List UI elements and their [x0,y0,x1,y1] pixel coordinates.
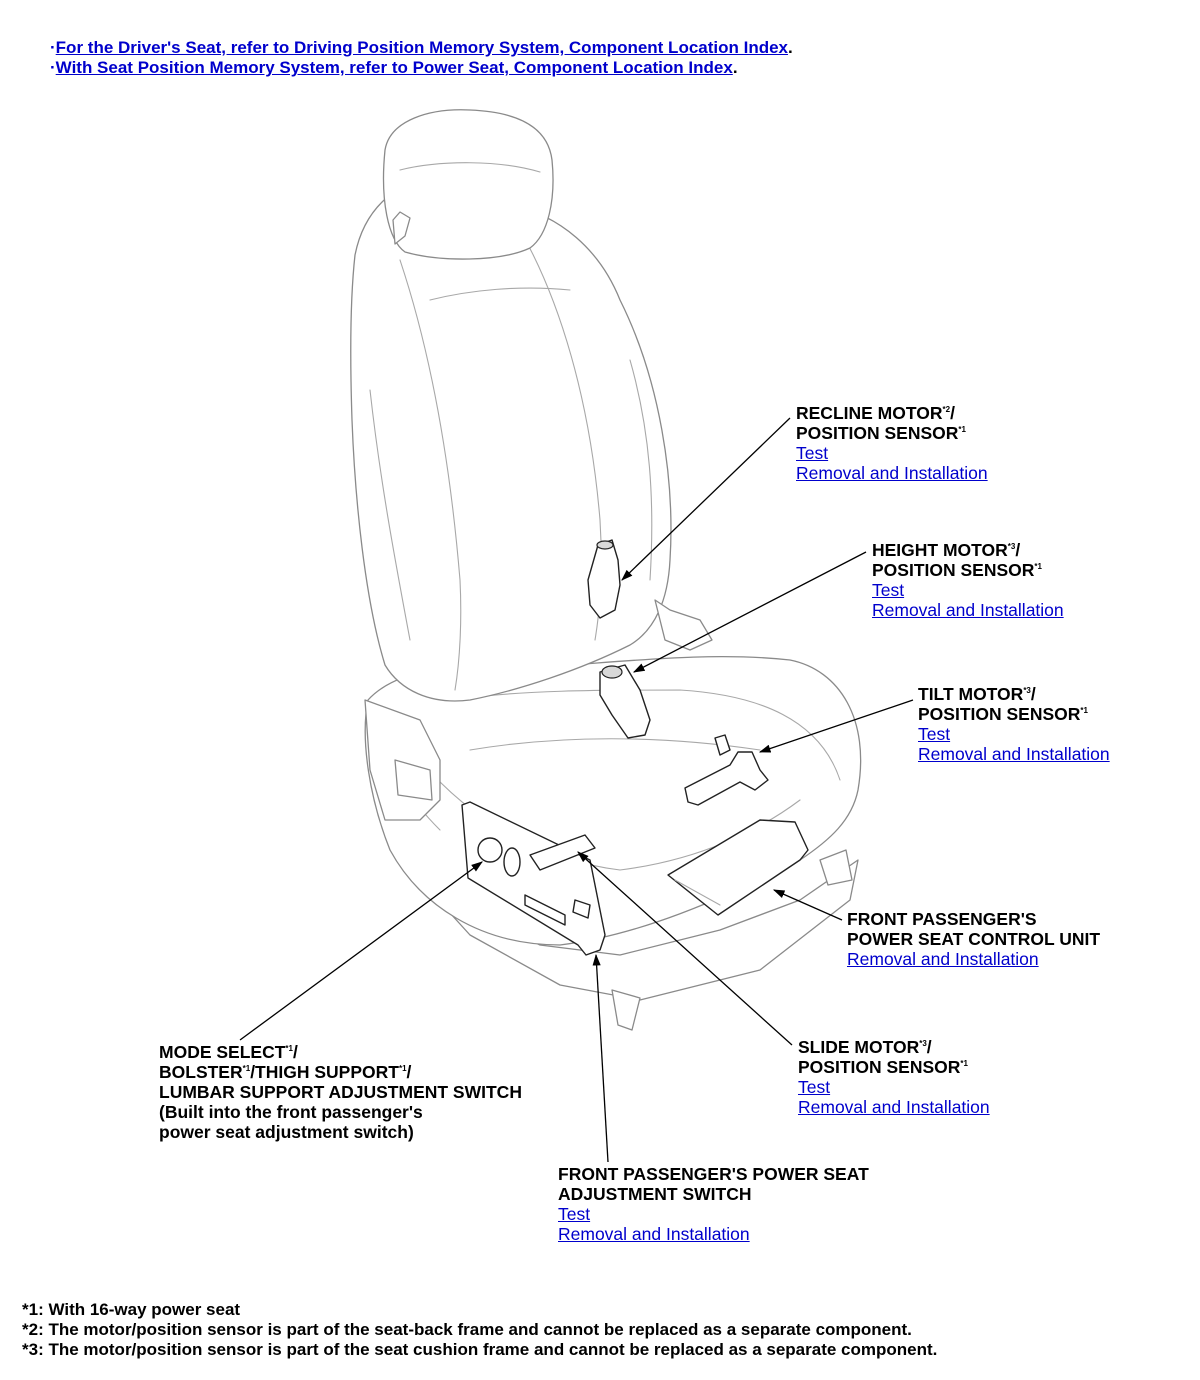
leader-lines [239,417,914,1163]
slide-motor-callout: SLIDE MOTOR*3/ POSITION SENSOR*1 Test Re… [798,1037,990,1117]
footnote-ref: *1 [398,1064,407,1073]
footnote-ref: *3 [1023,686,1031,695]
driver-seat-memory-link[interactable]: For the Driver's Seat, refer to Driving … [55,38,789,57]
control-unit-leader [772,889,843,921]
callout-title: power seat adjustment switch) [159,1122,414,1142]
bullet: · [50,58,56,77]
height-motor-callout: HEIGHT MOTOR*3/ POSITION SENSOR*1 Test R… [872,540,1064,620]
footnote-ref: *3 [919,1039,927,1048]
recline-removal-link[interactable]: Removal and Installation [796,463,988,483]
callout-text: POSITION SENSOR [872,560,1035,580]
control-unit-callout: FRONT PASSENGER'S POWER SEAT CONTROL UNI… [847,909,1100,969]
footnote-ref: *3 [1007,542,1016,551]
adjustment-switch-part [461,801,606,956]
callout-text: / [406,1062,412,1082]
footnote-ref: *1 [242,1064,251,1073]
callout-text: HEIGHT MOTOR [872,540,1008,560]
callout-text: / [1030,684,1036,704]
callout-title: POWER SEAT CONTROL UNIT [847,929,1101,949]
tilt-removal-link[interactable]: Removal and Installation [918,744,1110,764]
control-unit-part [667,819,809,916]
height-leader [632,551,867,673]
period: . [788,38,793,57]
tilt-leader [758,699,914,753]
recline-test-link[interactable]: Test [796,443,829,463]
recline-motor-callout: RECLINE MOTOR*2/ POSITION SENSOR*1 Test … [796,403,988,483]
footnote: *1: With 16-way power seat [22,1300,241,1319]
callout-title: FRONT PASSENGER'S [847,909,1037,929]
control-unit-removal-link[interactable]: Removal and Installation [847,949,1039,969]
callout-title: HEIGHT MOTOR*3/ [872,540,1064,560]
callout-title: FRONT PASSENGER'S POWER SEAT [558,1164,869,1184]
callout-title: ADJUSTMENT SWITCH [558,1184,752,1204]
callout-title: MODE SELECT*1/ [159,1042,522,1062]
footnote-ref: *2 [942,405,951,414]
period: . [732,58,738,77]
recline-leader [621,417,791,581]
callout-text: MODE SELECT [159,1042,286,1062]
callout-text: POSITION SENSOR [798,1057,961,1077]
callout-text: /THIGH SUPPORT [250,1062,399,1082]
callout-title: POSITION SENSOR*1 [918,704,1110,724]
adjustment-switch-removal-link[interactable]: Removal and Installation [558,1224,750,1244]
callout-title: POSITION SENSOR*1 [796,423,988,443]
callout-title: BOLSTER*1/THIGH SUPPORT*1/ [159,1062,522,1082]
footnote-ref: *1 [285,1044,293,1053]
callout-title: SLIDE MOTOR*3/ [798,1037,990,1057]
footnote: *2: The motor/position sensor is part of… [22,1320,912,1339]
reference-links: ·For the Driver's Seat, refer to Driving… [50,38,793,78]
callout-text: / [926,1037,932,1057]
footnote-ref: *1 [1080,706,1088,715]
footnote-ref: *1 [960,1059,968,1068]
footnote-ref: *1 [1034,562,1042,571]
callout-title: POSITION SENSOR*1 [872,560,1064,580]
adjust-switch-leader [592,953,609,1163]
tilt-motor-part [684,734,769,806]
callout-text: RECLINE MOTOR [796,403,943,423]
tilt-motor-callout: TILT MOTOR*3/ POSITION SENSOR*1 Test Rem… [918,684,1110,764]
footnotes: *1: With 16-way power seat *2: The motor… [22,1300,937,1360]
slide-leader [577,851,793,1046]
callout-text: / [292,1042,298,1062]
mode-select-callout: MODE SELECT*1/ BOLSTER*1/THIGH SUPPORT*1… [159,1042,522,1142]
callout-text: SLIDE MOTOR [798,1037,920,1057]
callout-text: / [950,403,955,423]
slide-removal-link[interactable]: Removal and Installation [798,1097,990,1117]
tilt-test-link[interactable]: Test [918,724,951,744]
callout-text: POSITION SENSOR [796,423,959,443]
slide-test-link[interactable]: Test [798,1077,831,1097]
callout-title: RECLINE MOTOR*2/ [796,403,988,423]
recline-motor-part [587,539,621,619]
callout-title: TILT MOTOR*3/ [918,684,1110,704]
callout-title: LUMBAR SUPPORT ADJUSTMENT SWITCH [159,1082,522,1102]
footnote-ref: *1 [958,425,966,434]
height-removal-link[interactable]: Removal and Installation [872,600,1064,620]
height-motor-part [599,664,651,739]
footnote: *3: The motor/position sensor is part of… [22,1340,938,1359]
height-test-link[interactable]: Test [872,580,905,600]
power-seat-index-link[interactable]: With Seat Position Memory System, refer … [55,58,733,77]
reference-link-row: ·For the Driver's Seat, refer to Driving… [50,38,793,58]
mode-select-leader [239,861,483,1041]
adjustment-switch-callout: FRONT PASSENGER'S POWER SEAT ADJUSTMENT … [558,1164,869,1244]
callout-text: BOLSTER [159,1062,243,1082]
adjustment-switch-test-link[interactable]: Test [558,1204,591,1224]
callout-text: TILT MOTOR [918,684,1024,704]
reference-link-row: ·With Seat Position Memory System, refer… [50,58,793,78]
callout-text: POSITION SENSOR [918,704,1081,724]
callout-title: (Built into the front passenger's [159,1102,423,1122]
callout-title: POSITION SENSOR*1 [798,1057,990,1077]
bullet: · [50,38,56,57]
callout-text: / [1015,540,1021,560]
